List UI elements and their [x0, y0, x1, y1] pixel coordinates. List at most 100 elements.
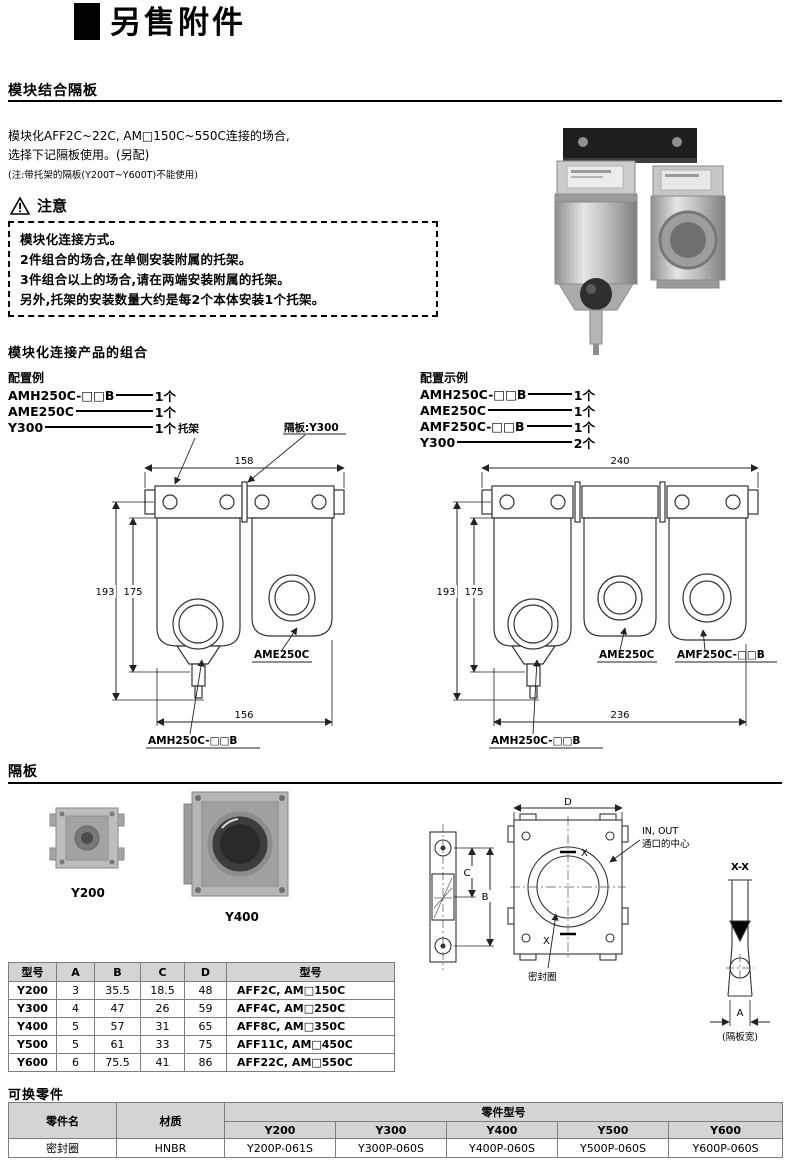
section-view: [727, 879, 753, 997]
warning-title: 注意: [37, 197, 68, 215]
model-header: Y600: [667, 1121, 784, 1139]
cell: 26: [140, 999, 185, 1018]
warning-header: 注意: [10, 195, 67, 216]
group-header: 零件型号: [223, 1102, 784, 1122]
x-mark-bottom: X: [543, 936, 550, 947]
cell: 密封圈: [8, 1138, 117, 1158]
table-row: 密封圈 HNBR Y200P-061S Y300P-060S Y400P-060…: [8, 1138, 784, 1158]
config-code: Y300: [420, 434, 456, 450]
plate-photo-small: [49, 807, 125, 869]
dim-top: 240: [610, 456, 629, 467]
port-note-1: IN, OUT: [642, 826, 678, 837]
config-qty: 1个: [573, 403, 595, 419]
dim-a: A: [737, 1008, 744, 1019]
replacement-parts-table: 零件名 材质 零件型号 Y200 Y300 Y400 Y500 Y600 密封圈…: [8, 1102, 784, 1158]
config-code: AMH250C-□□B: [420, 386, 527, 402]
cell: AFF11C, AM□450C: [226, 1035, 395, 1054]
cell: Y500: [8, 1035, 57, 1054]
cell: 6: [56, 1053, 95, 1072]
table-row: Y500 5 61 33 75 AFF11C, AM□450C: [8, 1035, 395, 1054]
column-header: 零件名: [8, 1102, 117, 1139]
label-unit-right: AMF250C-□□B: [677, 649, 765, 661]
leader-line: [487, 409, 572, 411]
cell: 4: [56, 999, 95, 1018]
mounting-bracket: [563, 128, 697, 163]
cell: Y300P-060S: [335, 1138, 447, 1158]
config-qty: 1个: [573, 419, 595, 435]
dim-top: 158: [234, 456, 253, 467]
column-header: 型号: [8, 962, 57, 982]
config-item: AME250C 1个: [420, 402, 595, 419]
partition-plate-1: [574, 481, 581, 523]
dim-height-outer: 193: [95, 587, 114, 598]
warning-line: 另外,托架的安装数量大约是每2个本体安装1个托架。: [20, 292, 325, 307]
section-heading-partition: 隔板: [8, 764, 38, 780]
leader-line: [528, 393, 572, 395]
width-note: (隔板宽): [722, 1031, 758, 1043]
cell: 18.5: [140, 981, 185, 1000]
cell: 65: [184, 1017, 227, 1036]
cell: 75.5: [94, 1053, 141, 1072]
cell: AFF4C, AM□250C: [226, 999, 395, 1018]
seal-label: 密封圈: [528, 971, 557, 983]
cell: 3: [56, 981, 95, 1000]
cell: 59: [184, 999, 227, 1018]
cell: AFF2C, AM□150C: [226, 981, 395, 1000]
intro-line-1: 模块化AFF2C~22C, AM□150C~550C连接的场合,: [8, 129, 290, 143]
label-bracket: 托架: [178, 422, 199, 435]
cell: 41: [140, 1053, 185, 1072]
cell: Y600: [8, 1053, 57, 1072]
cell: 57: [94, 1017, 141, 1036]
column-header: A: [56, 962, 95, 982]
model-header: Y300: [335, 1121, 447, 1139]
section-heading-module: 模块结合隔板: [8, 83, 98, 99]
cell: 5: [56, 1017, 95, 1036]
page-title: 另售附件: [110, 5, 246, 41]
table-header-row: 零件名 材质 零件型号: [8, 1102, 784, 1139]
config-code: AMF250C-□□B: [420, 418, 525, 434]
label-partition: 隔板:Y300: [284, 421, 339, 434]
cell: Y200: [8, 981, 57, 1000]
cell: Y200P-061S: [224, 1138, 336, 1158]
cell: Y600P-060S: [667, 1138, 784, 1158]
table-header-row: 型号 A B C D 型号: [8, 962, 395, 982]
intro-line-2: 选择下记隔板使用。(另配): [8, 148, 150, 162]
leader-line: [526, 425, 572, 427]
cell: 47: [94, 999, 141, 1018]
config-title-left: 配置例: [8, 371, 45, 385]
cell: Y300: [8, 999, 57, 1018]
column-header: B: [94, 962, 141, 982]
left-filter-unit: [554, 160, 638, 355]
cell: 48: [184, 981, 227, 1000]
label-unit-main: AMH250C-□□B: [148, 735, 237, 747]
column-header: 型号: [226, 962, 395, 982]
cell: HNBR: [116, 1138, 225, 1158]
intro-text: 模块化AFF2C~22C, AM□150C~550C连接的场合, 选择下记隔板使…: [8, 127, 290, 165]
leader-line: [116, 394, 153, 396]
config-qty: 1个: [154, 404, 176, 420]
dim-height-outer: 193: [436, 587, 455, 598]
right-filter-unit: [650, 165, 726, 289]
combination-heading: 模块化连接产品的组合: [8, 346, 149, 361]
dim-c: C: [464, 868, 471, 879]
cell: Y400P-060S: [446, 1138, 558, 1158]
leader-line: [75, 410, 153, 412]
cell: 35.5: [94, 981, 141, 1000]
config-code: Y300: [8, 419, 44, 435]
config-item: AMH250C-□□B 1个: [420, 386, 595, 403]
config-code: AME250C: [420, 402, 486, 418]
x-mark-top: X: [581, 848, 588, 859]
partition-plate: [241, 481, 248, 523]
warning-box: 模块化连接方式。 2件组合的场合,在单侧安装附属的托架。 3件组合以上的场合,请…: [8, 221, 438, 317]
table-row: Y600 6 75.5 41 86 AFF22C, AM□550C: [8, 1053, 395, 1072]
warning-line: 2件组合的场合,在单侧安装附属的托架。: [20, 252, 252, 267]
plate-photo-large: [183, 791, 289, 897]
model-header: Y500: [557, 1121, 669, 1139]
plate-label-large: Y400: [225, 910, 259, 924]
table-row: Y300 4 47 26 59 AFF4C, AM□250C: [8, 999, 395, 1018]
config-title-right: 配置示例: [420, 371, 469, 385]
config-list-right: AMH250C-□□B 1个 AME250C 1个 AMF250C-□□B 1个…: [420, 386, 595, 451]
warning-line: 模块化连接方式。: [20, 232, 123, 247]
intro-note: (注:带托架的隔板(Y200T~Y600T)不能使用): [8, 170, 198, 181]
cell: 31: [140, 1017, 185, 1036]
